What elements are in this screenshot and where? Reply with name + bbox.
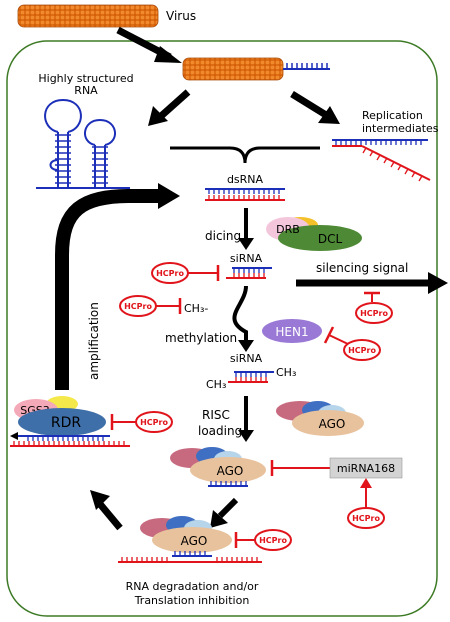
- hcpro-text: HCPro: [348, 346, 376, 355]
- amplification-arrow: [55, 189, 162, 390]
- arrow-to-replication-head: [318, 106, 340, 124]
- drb-label: DRB: [276, 223, 300, 236]
- hcpro-text: HCPro: [352, 514, 380, 523]
- hen1-enzyme: HEN1: [262, 319, 322, 343]
- rdr-sgs3-complex: SGS3 RDR: [10, 396, 130, 447]
- arrow-to-rdr: [97, 501, 123, 531]
- methylation-arrow: [232, 285, 248, 344]
- methylation-label: methylation: [165, 331, 237, 345]
- replication-label-line2: intermediates: [362, 122, 439, 135]
- ago-label-target: AGO: [181, 534, 208, 548]
- mirna168-inhibition: miRNA168: [270, 457, 403, 479]
- risc-loading-line2: loading: [198, 424, 242, 438]
- rdr-label: RDR: [51, 415, 82, 431]
- risc-loading-line1: RISC: [202, 408, 230, 422]
- rna-degradation-line2: Translation inhibition: [134, 594, 250, 607]
- arrow-to-replication: [290, 91, 328, 118]
- hcpro-hen1: HCPro: [323, 326, 381, 361]
- arrow-to-structured-rna-head: [148, 106, 168, 126]
- arrow-to-rdr-head: [90, 490, 110, 510]
- sirna-label-1: siRNA: [230, 252, 263, 265]
- hcpro-text: HCPro: [124, 302, 152, 311]
- virus-label: Virus: [166, 9, 196, 23]
- dcl-label: DCL: [318, 232, 343, 246]
- dsrna-duplex: [205, 188, 285, 201]
- uncoated-virus: [182, 57, 330, 81]
- cell-membrane: [6, 40, 438, 617]
- ago-target-complex: AGO: [118, 516, 262, 563]
- replication-label-line1: Replication: [362, 109, 423, 122]
- replication-intermediates: [332, 139, 431, 182]
- amplification-label: amplification: [87, 302, 101, 380]
- mirna168-label: miRNA168: [337, 462, 395, 475]
- structured-rna-label-line2: RNA: [74, 84, 98, 97]
- ch3-label-right: CH₃: [276, 366, 296, 379]
- ch3-label-left: CH₃: [206, 378, 226, 391]
- virus-entry-arrowhead: [154, 46, 182, 63]
- virus-particle: Virus: [17, 4, 196, 28]
- hcpro-mirna168: HCPro: [347, 478, 385, 529]
- ago-loaded: AGO: [170, 447, 266, 487]
- dsrna-label: dsRNA: [227, 173, 264, 186]
- hen1-label: HEN1: [275, 325, 308, 339]
- amplification-arrowhead: [158, 183, 180, 209]
- ch3-dash-label: CH₃-: [184, 302, 208, 315]
- hcpro-target-ago: HCPro: [234, 529, 292, 551]
- ago-label-loaded: AGO: [217, 464, 244, 478]
- dicing-label: dicing: [205, 229, 241, 243]
- methylation-arrowhead: [238, 340, 254, 352]
- hcpro-methylation: HCPro: [119, 295, 182, 317]
- hcpro-silencing-signal: HCPro: [355, 291, 393, 324]
- hcpro-rdr: HCPro: [110, 411, 173, 433]
- hcpro-text: HCPro: [156, 269, 184, 278]
- rna-degradation-line1: RNA degradation and/or: [126, 580, 259, 593]
- silencing-signal-arrowhead: [428, 272, 448, 294]
- converging-brace: [170, 146, 320, 164]
- dicing-arrowhead: [238, 238, 254, 250]
- risc-loading-arrowhead: [238, 430, 254, 442]
- arrow-to-structured-rna: [157, 89, 191, 120]
- hcpro-sirna: HCPro: [151, 262, 220, 284]
- drb-dcl-complex: DRB DCL: [266, 217, 362, 251]
- hcpro-text: HCPro: [140, 418, 168, 427]
- ago-free: AGO: [276, 401, 364, 436]
- silencing-signal-label: silencing signal: [316, 261, 408, 275]
- sirna-duplex-1: [226, 267, 272, 279]
- structured-rna-label-line1: Highly structured: [38, 72, 133, 85]
- sirna-label-2: siRNA: [230, 352, 263, 365]
- arrow-to-target-ago: [217, 497, 239, 519]
- hcpro-text: HCPro: [360, 309, 388, 318]
- ago-label-free: AGO: [319, 417, 346, 431]
- structured-rna-hairpins: [36, 98, 130, 189]
- methylated-sirna-duplex: [228, 371, 274, 383]
- hcpro-text: HCPro: [259, 536, 287, 545]
- arrow-to-target-ago-head: [210, 510, 228, 528]
